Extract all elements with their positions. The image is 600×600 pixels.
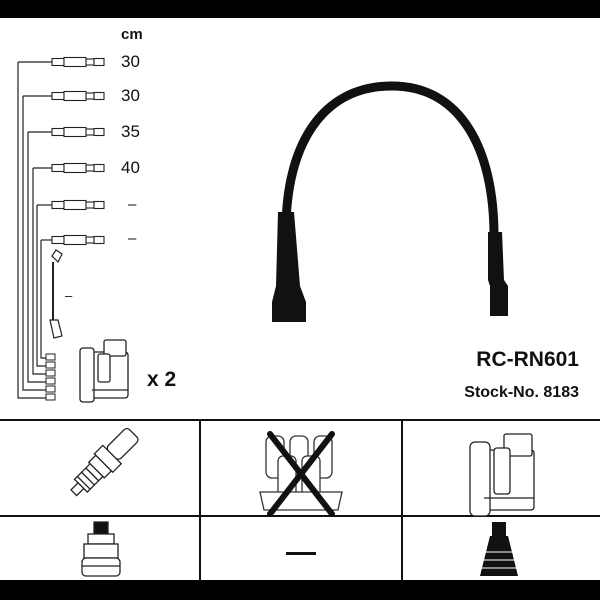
grid-lines bbox=[0, 419, 600, 580]
coil-connector-icon bbox=[480, 522, 518, 576]
lead-terminal-3 bbox=[51, 126, 105, 138]
coil-icon-large bbox=[469, 433, 535, 517]
lead-line-1 bbox=[17, 62, 46, 399]
spark-plug-lead bbox=[272, 81, 508, 322]
connector-not-applicable bbox=[286, 552, 316, 555]
lead-line-5 bbox=[36, 205, 46, 367]
lead-length-3: 35 bbox=[121, 122, 140, 141]
lead-length-6: – bbox=[128, 230, 137, 247]
coil-lead-length: – bbox=[65, 288, 73, 303]
lead-line-3 bbox=[27, 132, 46, 383]
lead-line-2 bbox=[22, 96, 46, 391]
lead-terminals bbox=[51, 56, 105, 246]
quantity-label: x 2 bbox=[147, 368, 177, 391]
product-model: RC-RN601 bbox=[476, 348, 579, 371]
lead-length-2: 30 bbox=[121, 86, 140, 105]
lead-length-1: 30 bbox=[121, 52, 140, 71]
lead-line-6 bbox=[40, 240, 46, 359]
bundle-end-terminals bbox=[45, 353, 56, 401]
not-included-cross bbox=[267, 431, 335, 517]
spark-plug-icon bbox=[70, 427, 139, 497]
lead-length-5: – bbox=[128, 196, 137, 213]
lead-terminal-2 bbox=[51, 90, 105, 102]
lead-bundle bbox=[17, 61, 52, 399]
lead-length-4: 40 bbox=[121, 158, 140, 177]
coil-icon-small bbox=[79, 339, 129, 403]
stock-number: Stock-No. 8183 bbox=[464, 384, 579, 401]
diagram-drawing bbox=[0, 56, 600, 580]
lead-terminal-4 bbox=[51, 162, 105, 174]
distributor-cap-icon bbox=[259, 431, 343, 517]
lead-line-4 bbox=[32, 168, 46, 375]
unit-label: cm bbox=[121, 26, 143, 43]
product-sheet: cm 30 30 35 40 – – – x 2 RC-RN601 Stock-… bbox=[0, 18, 600, 580]
coil-lead-drawing bbox=[49, 249, 63, 339]
lead-terminal-1 bbox=[51, 56, 105, 68]
lead-terminal-5 bbox=[51, 199, 105, 211]
lead-terminal-6 bbox=[51, 234, 105, 246]
plug-connector-icon bbox=[81, 521, 121, 577]
